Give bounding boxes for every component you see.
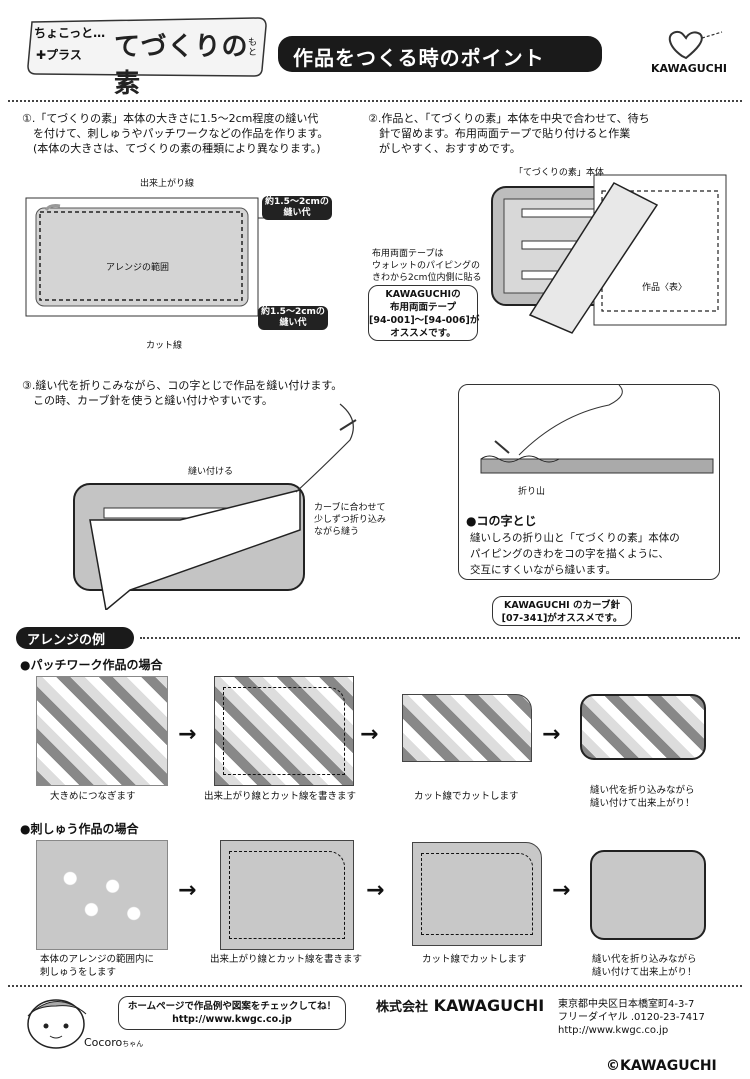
emb-caption-1: 本体のアレンジの範囲内に 刺しゅうをします	[40, 954, 155, 978]
emb-step2-image	[220, 840, 354, 950]
arrange-heading	[16, 627, 134, 649]
company-prefix: 株式会社	[376, 1000, 429, 1015]
embroidery-title: ●刺しゅう作品の場合	[20, 822, 139, 836]
patch-caption-1: 大きめにつなぎます	[50, 791, 136, 802]
company-name: 株式会社 KAWAGUCHI	[376, 996, 544, 1015]
emb-caption-3: カット線でカットします	[422, 954, 527, 965]
mascot-suffix: ちゃん	[122, 1040, 144, 1048]
brand-heart-icon	[664, 28, 724, 60]
seam-label-top: 約1.5～2cmの 縫い代	[262, 196, 332, 220]
patch-arrow-3: →	[542, 722, 561, 747]
tape-recommendation: KAWAGUCHIの 布用両面テープ [94-001]～[94-006]が オス…	[368, 285, 479, 341]
patch-step1-image	[36, 676, 168, 786]
logo-small-top: ちょこっと…	[34, 26, 106, 40]
logo-main: てづくりの素	[114, 32, 249, 99]
emb-arrow-2: →	[366, 878, 385, 903]
footer-divider	[8, 985, 742, 987]
website-bubble: ホームページで作品例や図案をチェックしてね！ http://www.kwgc.c…	[118, 996, 346, 1030]
patch-caption-4: 縫い代を折り込みながら 縫い付けて出来上がり！	[590, 785, 695, 809]
step2-diagram	[372, 165, 732, 345]
patch-caption-2: 出来上がり線とカット線を書きます	[204, 791, 357, 802]
label-fold-crest: 折り山	[518, 487, 546, 497]
brand-name: KAWAGUCHI	[651, 62, 728, 75]
emb-step4-image	[590, 850, 706, 940]
mascot-name-text: Cocoro	[84, 1036, 123, 1049]
patch-step4-image	[580, 694, 706, 760]
header-logo: ちょこっと… ✚プラス てづくりの素 もと	[22, 14, 270, 99]
patch-arrow-2: →	[360, 722, 379, 747]
patch-caption-3: カット線でカットします	[414, 791, 519, 802]
mascot-name: Cocoroちゃん	[84, 1036, 143, 1049]
emb-arrow-3: →	[552, 878, 571, 903]
mascot-face-icon	[20, 994, 100, 1056]
logo-small-plus: ✚プラス	[36, 48, 82, 62]
label-curve-fold: カーブに合わせて 少しずつ折り込み ながら縫う	[314, 503, 386, 537]
patch-title: ●パッチワーク作品の場合	[20, 658, 163, 672]
patch-step3-image	[402, 694, 532, 762]
label-tape: 布用両面テープは ウォレットのパイピングの きわから2cm位内側に貼る	[372, 249, 482, 283]
label-finish-line: 出来上がり線	[140, 179, 195, 189]
company-brand: KAWAGUCHI	[433, 996, 545, 1015]
step2-text: ②.作品と、「てづくりの素」本体を中央で合わせて、待ち 針で留めます。布用両面テ…	[368, 112, 650, 155]
emb-arrow-1: →	[178, 878, 197, 903]
emb-step1-image	[36, 840, 168, 950]
emb-caption-2: 出来上がり線とカット線を書きます	[210, 954, 363, 965]
patch-arrow-1: →	[178, 722, 197, 747]
company-address: 東京都中央区日本橋室町4-3-7 フリーダイヤル .0120-23-7417 h…	[558, 999, 705, 1036]
step1-diagram	[24, 178, 354, 348]
logo-background	[27, 17, 267, 77]
label-arrange-range: アレンジの範囲	[106, 263, 170, 273]
step3-diagram	[60, 400, 360, 612]
label-body: 「てづくりの素」本体	[514, 168, 604, 178]
label-sew-on: 縫い付ける	[188, 467, 234, 477]
arrange-divider	[140, 637, 740, 639]
copyright: ©KAWAGUCHI	[606, 1058, 717, 1074]
arrange-heading-text: アレンジの例	[27, 633, 106, 648]
page-title	[278, 36, 602, 72]
koji-title: ●コの字とじ	[466, 514, 537, 528]
emb-caption-4: 縫い代を折り込みながら 縫い付けて出来上がり！	[592, 954, 697, 978]
header-divider	[8, 100, 742, 102]
page-title-text: 作品をつくる時のポイント	[293, 46, 545, 70]
logo-ruby: もと	[248, 38, 258, 58]
seam-label-bottom: 約1.5～2cmの 縫い代	[258, 306, 328, 330]
koji-text: 縫いしろの折り山と「てづくりの素」本体の パイピングのきわをコの字を描くように、…	[470, 532, 680, 576]
patch-step2-image	[214, 676, 354, 786]
koji-panel	[458, 384, 720, 580]
label-work-front: 作品〈表〉	[642, 283, 688, 293]
emb-step3-image	[412, 842, 542, 946]
step1-text: ①.「てづくりの素」本体の大きさに1.5～2cm程度の縫い代 を付けて、刺しゅう…	[22, 112, 329, 155]
step3-text: ③.縫い代を折りこみながら、コの字とじで作品を縫い付けます。 この時、カーブ針を…	[22, 379, 343, 407]
needle-recommendation: KAWAGUCHI のカーブ針 [07-341]がオススメです。	[492, 596, 632, 626]
label-cut-line: カット線	[146, 341, 183, 351]
